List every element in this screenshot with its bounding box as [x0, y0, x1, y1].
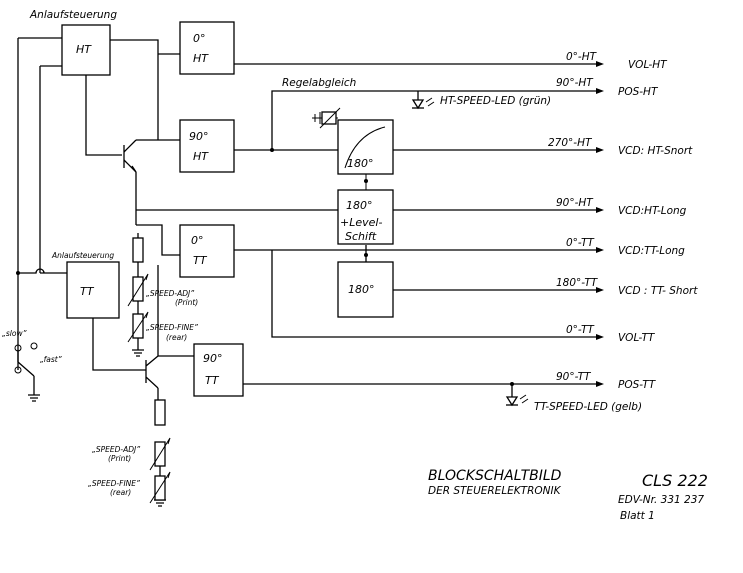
switch-fast-label: „fast”	[40, 355, 62, 364]
output-arrow-icon	[596, 334, 604, 340]
output-phase-2: 270°-HT	[548, 137, 593, 149]
led-ht-label: HT-SPEED-LED (grün)	[440, 95, 551, 107]
resistor-icon	[154, 399, 166, 426]
switch-slow-label: „slow”	[2, 329, 27, 338]
switch-contact-slow	[14, 344, 22, 352]
output-phase-4: 0°-TT	[566, 237, 595, 249]
block-tt-label: TT	[80, 285, 95, 298]
block-tt90-name: TT	[205, 374, 220, 387]
potentiometer-speed-fine-icon	[132, 313, 144, 339]
pot2-speed-fine-label: „SPEED-FINE”	[88, 479, 140, 488]
anlaufsteuerung-tt-label: Anlaufsteuerung	[51, 251, 114, 260]
switch-contact-fast	[30, 342, 38, 350]
pot2-speed-adj-label: „SPEED-ADJ”	[92, 445, 140, 454]
title-line2: DER STEUERELEKTRONIK	[428, 485, 562, 497]
output-arrow-icon	[596, 247, 604, 253]
components	[14, 61, 604, 504]
led-icon	[411, 97, 435, 110]
wiring	[17, 37, 600, 507]
block-ht90-deg: 90°	[189, 130, 209, 143]
switch-pivot	[14, 366, 22, 374]
pot-speed-adj-label: „SPEED-ADJ”	[146, 289, 194, 298]
output-arrow-icon	[596, 381, 604, 387]
output-dest-1: POS-HT	[618, 86, 659, 98]
block-ht90-name: HT	[193, 150, 209, 163]
output-arrow-icon	[596, 287, 604, 293]
block-level-line2: Schift	[345, 230, 377, 243]
output-phase-6: 0°-TT	[566, 324, 595, 336]
output-arrow-icon	[596, 61, 604, 67]
junction-dot	[364, 253, 368, 257]
output-phase-0: 0°-HT	[566, 51, 598, 63]
resistor-icon	[132, 237, 144, 263]
block-ht0-name: HT	[193, 52, 209, 65]
potentiometer-speed-adj-icon	[132, 276, 144, 302]
block-tt0-name: TT	[193, 254, 208, 267]
title-blatt: Blatt 1	[620, 510, 655, 522]
led-tt-label: TT-SPEED-LED (gelb)	[534, 401, 642, 413]
anlaufsteuerung-top-label: Anlaufsteuerung	[29, 9, 117, 21]
output-phase-7: 90°-TT	[556, 371, 592, 383]
junction-dot	[270, 148, 274, 152]
block-tt180-label: 180°	[348, 283, 375, 296]
output-arrow-icon	[596, 88, 604, 94]
pot2-speed-fine-sub: (rear)	[110, 488, 131, 497]
junction-dot	[510, 382, 514, 386]
output-arrow-icon	[596, 147, 604, 153]
title-edv: EDV-Nr. 331 237	[618, 494, 704, 506]
output-phase-3: 90°-HT	[556, 197, 594, 209]
output-arrows	[596, 61, 604, 387]
junction-dot	[16, 271, 20, 275]
pot-speed-adj-sub: (Print)	[175, 298, 198, 307]
block-level-deg: 180°	[346, 199, 373, 212]
block-ht0-deg: 0°	[193, 32, 206, 45]
output-dest-4: VCD:TT-Long	[618, 245, 685, 257]
output-dest-7: POS-TT	[618, 379, 657, 391]
output-arrow-icon	[596, 207, 604, 213]
pot-speed-fine-sub: (rear)	[166, 333, 187, 342]
block-level-line1: +Level-	[340, 216, 382, 229]
output-phase-1: 90°-HT	[556, 77, 594, 89]
title-model: CLS 222	[642, 471, 708, 490]
led-icon	[505, 394, 529, 407]
output-dest-0: VOL-HT	[628, 59, 668, 71]
block-tt90-deg: 90°	[203, 352, 223, 365]
output-dest-3: VCD:HT-Long	[618, 205, 687, 217]
junction-dot	[364, 179, 368, 183]
title-line1: BLOCKSCHALTBILD	[428, 468, 562, 484]
labels: Anlaufsteuerung Anlaufsteuerung Regelabg…	[2, 9, 708, 522]
regelabgleich-label: Regelabgleich	[282, 77, 356, 89]
block-ht-label: HT	[76, 43, 92, 56]
block-phase180-label: 180°	[347, 157, 374, 170]
pot-speed-fine-label: „SPEED-FINE”	[146, 323, 198, 332]
output-dest-2: VCD: HT-Snort	[618, 145, 693, 157]
pot2-speed-adj-sub: (Print)	[108, 454, 131, 463]
output-dest-5: VCD : TT- Short	[618, 285, 698, 297]
output-phase-5: 180°-TT	[556, 277, 599, 289]
blocks: HT 0° HT 90° HT 180° 180° +Level- Schift…	[61, 21, 394, 397]
block-tt0-deg: 0°	[191, 234, 204, 247]
output-dest-6: VOL-TT	[618, 332, 656, 344]
